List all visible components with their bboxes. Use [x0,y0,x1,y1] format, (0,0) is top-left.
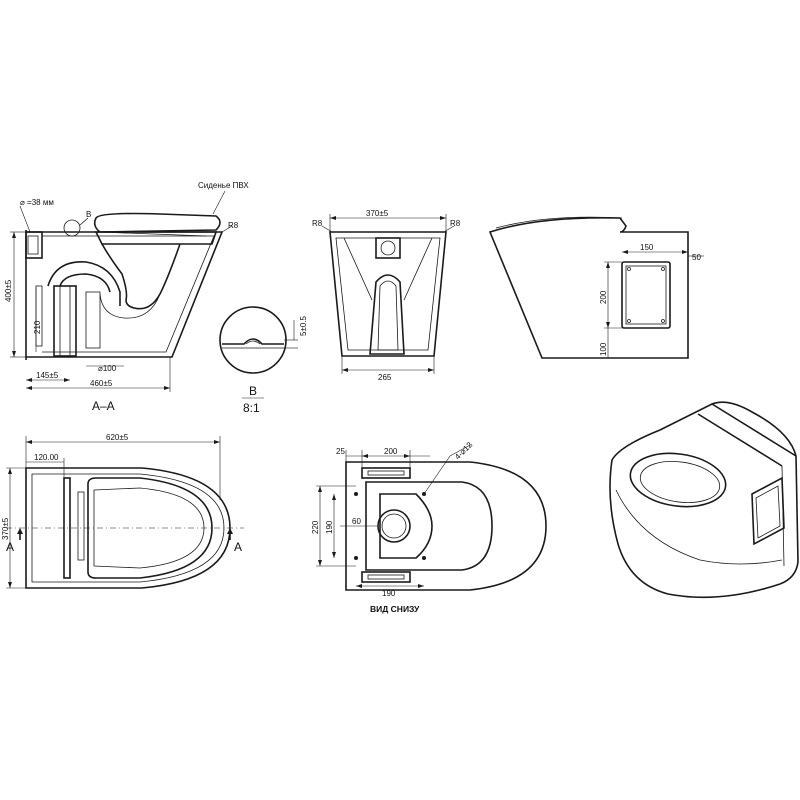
dim-4x12: 4-⌀12 [453,440,474,461]
bottom-view-title: ВИД СНИЗУ [370,604,420,614]
dim-25: 25 [336,447,345,456]
pipe-diameter-note: ⌀ =38 мм [20,198,54,207]
detail-letter: B [249,384,257,398]
section-title-aa: A–A [92,399,115,413]
detail-scale: 8:1 [243,401,260,415]
dim-d100: ⌀100 [98,364,117,373]
dim-150: 150 [640,243,654,252]
r8-label-front-left: R8 [312,219,323,228]
dim-460: 460±5 [90,379,113,388]
section-a-a-view [10,190,233,392]
bottom-view [316,443,547,591]
callout-b: B [86,210,91,219]
dim-5: 5±0.5 [299,315,308,336]
dim-190-horizontal: 190 [382,589,396,598]
dim-200-bottom: 200 [384,447,398,456]
front-view [321,214,455,374]
section-mark-a-right: A [234,540,242,554]
dim-120: 120.00 [34,453,59,462]
dim-620: 620±5 [106,433,129,442]
section-mark-a-left: A [6,540,14,554]
dim-370-front: 370±5 [366,209,389,218]
isometric-view [609,401,799,599]
r8-label-section: R8 [228,221,239,230]
dim-145: 145±5 [36,371,59,380]
side-view [488,216,704,359]
dim-60: 60 [352,517,361,526]
dim-190-vertical: 190 [325,520,334,534]
dim-265: 265 [378,373,392,382]
plan-view [6,436,244,589]
dim-100-side: 100 [599,342,608,356]
dim-370-plan: 370±5 [1,517,10,540]
seat-note: Сиденье ПВХ [198,181,249,190]
dim-200-side: 200 [599,290,608,304]
detail-b-view [219,306,298,399]
dim-400: 400±5 [4,279,13,302]
dim-220: 220 [311,520,320,534]
dim-50: 50 [692,253,701,262]
dim-210: 210 [33,320,42,334]
r8-label-front-right: R8 [450,219,461,228]
